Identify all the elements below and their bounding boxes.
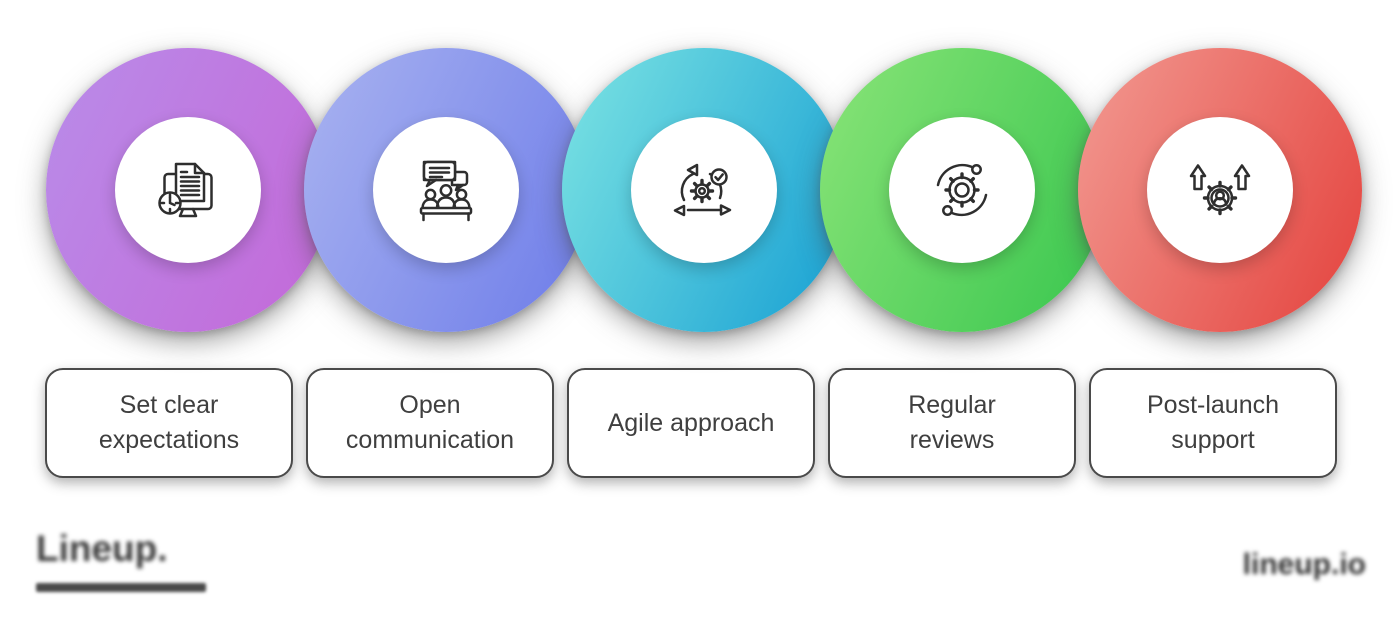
- step-label: Agile approach: [607, 408, 775, 437]
- step-label-box: Post-launch support: [1089, 368, 1337, 478]
- gear-cycle-icon: [936, 163, 988, 217]
- step-label-box: Agile approach: [567, 368, 815, 478]
- step-label-box: Set clear expectations: [45, 368, 293, 478]
- step-circle-open-communication: [304, 48, 588, 332]
- watermark-url: lineup.io: [1242, 548, 1366, 581]
- step-icon-disc: [115, 117, 261, 263]
- logo-wordmark: Lineup.: [36, 528, 168, 569]
- user-gear-growth-icon: [1189, 164, 1251, 216]
- step-circle-regular-reviews: [820, 48, 1104, 332]
- step-label: Open communication: [345, 391, 515, 454]
- step-icon-disc: [373, 117, 519, 263]
- logo-tagline-blurred-bar: [36, 583, 206, 592]
- step-circle-set-clear-expectations: [46, 48, 330, 332]
- step-circle-post-launch-support: [1078, 48, 1362, 332]
- step-label-box: Open communication: [306, 368, 554, 478]
- step-icon-disc: [631, 117, 777, 263]
- step-label-box: Regular reviews: [828, 368, 1076, 478]
- step-icon-disc: [1147, 117, 1293, 263]
- agile-sprint-icon: [673, 163, 732, 217]
- step-icon-disc: [889, 117, 1035, 263]
- step-circle-agile-approach: [562, 48, 846, 332]
- meeting-chat-icon: [419, 160, 473, 222]
- step-label: Set clear expectations: [98, 391, 240, 454]
- document-monitor-clock-icon: [158, 162, 213, 218]
- step-label: Regular reviews: [908, 391, 996, 454]
- step-label: Post-launch support: [1146, 391, 1280, 454]
